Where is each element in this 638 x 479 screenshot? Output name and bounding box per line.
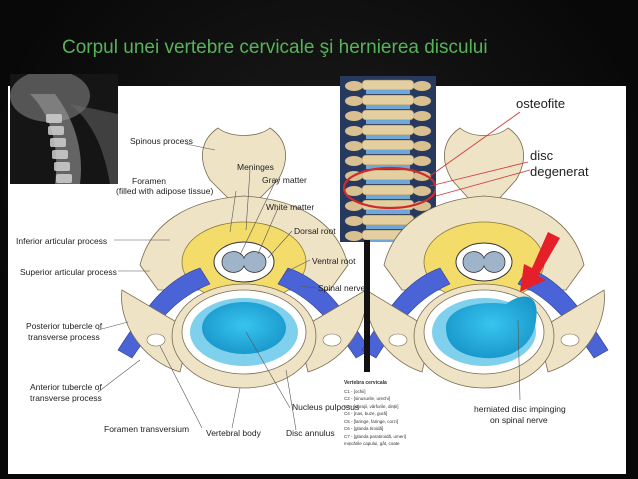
left-vertebra	[117, 127, 371, 389]
label-vertebral-body: Vertebral body	[206, 428, 261, 438]
label-spinal-nerve: Spinal nerve	[318, 283, 366, 293]
label-meninges: Meninges	[237, 162, 274, 172]
label-herniated-disc: herniated disc impinging	[474, 404, 566, 414]
legend-row: C4 - [nas, buze, gură]	[344, 411, 388, 416]
annotation-degenerat: degenerat	[530, 164, 589, 179]
herniation-arrow	[520, 232, 560, 292]
label-superior-articular: Superior articular process	[20, 267, 117, 277]
label-disc-annulus: Disc annulus	[286, 428, 335, 438]
label-ventral-root: Ventral root	[312, 256, 356, 266]
cervical-legend: Vertebra cervicala C1 - [ochii] C2 - [si…	[344, 380, 462, 475]
label-nucleus-pulposus: Nucleus pulposus	[292, 402, 360, 412]
label-foramen-sub: (filled with adipose tissue)	[116, 186, 214, 196]
label-spinous-process: Spinous process	[130, 136, 193, 146]
label-foramen: Foramen	[132, 176, 167, 186]
legend-row: C6 - [glanda tiroidă]	[344, 426, 384, 431]
label-foramen-transversium: Foramen transversium	[104, 424, 190, 434]
right-vertebra	[361, 127, 609, 389]
label-gray-matter: Gray matter	[262, 175, 307, 185]
label-dorsal-root: Dorsal root	[294, 226, 336, 236]
label-anterior-tubercle: Anterior tubercle of	[30, 382, 102, 392]
label-anterior-tubercle-sub: transverse process	[30, 393, 102, 403]
legend-row: C3 - [obrajii, vârfurile, dinții]	[344, 403, 399, 409]
slide-title: Corpul unei vertebre cervicale şi hernie…	[62, 37, 488, 58]
legend-title: Vertebra cervicala	[344, 380, 387, 386]
legend-row: C7 - [glanda paratiroidă, umeri]	[344, 433, 407, 439]
spine-column-image	[340, 76, 436, 242]
label-posterior-tubercle-sub: transverse process	[28, 332, 100, 342]
label-inferior-articular: Inferior articular process	[16, 236, 108, 246]
legend-row: mișcările capului, gât, coate	[344, 441, 400, 446]
legend-row: C2 - [sinusurile, urechi]	[344, 396, 391, 401]
legend-row: C1 - [ochii]	[344, 388, 366, 394]
annotation-disc: disc	[530, 148, 554, 163]
annotation-osteofite: osteofite	[516, 96, 566, 111]
label-white-matter: White matter	[266, 202, 315, 212]
annotation-lines	[429, 111, 531, 197]
label-herniated-disc-sub: on spinal nerve	[490, 415, 548, 425]
label-posterior-tubercle: Posterior tubercle of	[26, 321, 103, 331]
neck-xray-image	[10, 74, 118, 184]
legend-row: C5 - [laringe, faringe, corzi]	[344, 418, 399, 424]
